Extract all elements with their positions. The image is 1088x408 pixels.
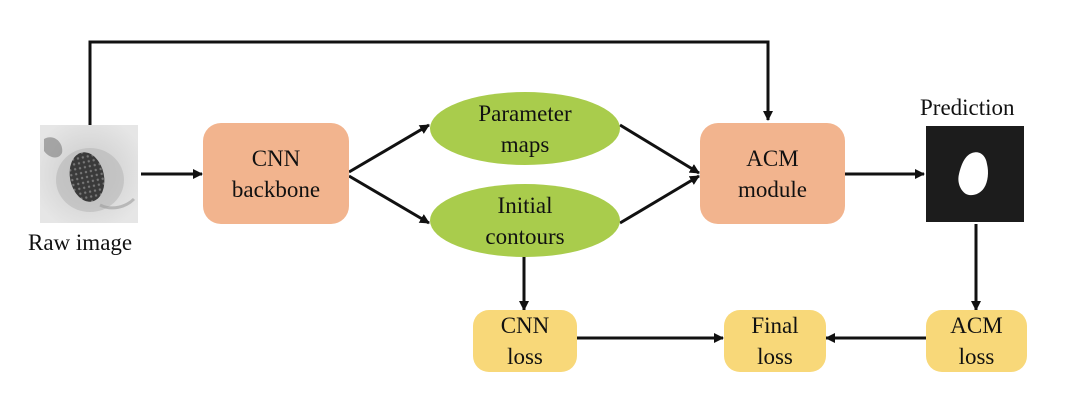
initial-contours-ellipse: Initial contours (430, 184, 620, 257)
cnn-loss-line1: CNN (500, 313, 550, 338)
parameter-maps-ellipse: Parameter maps (430, 92, 620, 165)
prediction-caption: Prediction (920, 95, 1015, 120)
arrow-parameter-to-acm (619, 123, 700, 175)
final-loss-line1: Final (751, 313, 799, 338)
acm-loss-line1: ACM (950, 313, 1003, 338)
cnn-backbone-box: CNN backbone (203, 123, 349, 224)
acm-module-line2: module (738, 176, 807, 202)
cnn-backbone-line2: backbone (231, 176, 321, 202)
acm-module-line1: ACM (746, 145, 799, 171)
cnn-backbone-line1: CNN (251, 145, 301, 171)
final-loss-box: Final loss (724, 310, 826, 372)
acm-loss-box: ACM loss (926, 310, 1027, 372)
initial-contours-line2: contours (485, 223, 565, 249)
final-loss-line2: loss (757, 344, 793, 369)
initial-contours-line1: Initial (497, 192, 553, 218)
nucleus (69, 152, 105, 202)
arrow-cnn-to-initial (348, 174, 430, 225)
acm-loss-line2: loss (958, 344, 995, 369)
prediction-mask (926, 126, 1024, 222)
cnn-loss-box: CNN loss (473, 310, 577, 372)
raw-image-caption: Raw image (28, 230, 133, 255)
parameter-maps-line2: maps (500, 131, 550, 157)
arrow-raw-to-acm-top (88, 40, 773, 125)
acm-module-box: ACM module (700, 123, 845, 224)
parameter-maps-line1: Parameter (478, 100, 572, 126)
cnn-loss-line2: loss (507, 344, 543, 369)
arrow-cnn-to-parameter (348, 123, 430, 174)
arrow-initial-to-acm (619, 174, 700, 225)
raw-image-thumbnail (40, 125, 138, 223)
segmented-region (958, 152, 988, 196)
